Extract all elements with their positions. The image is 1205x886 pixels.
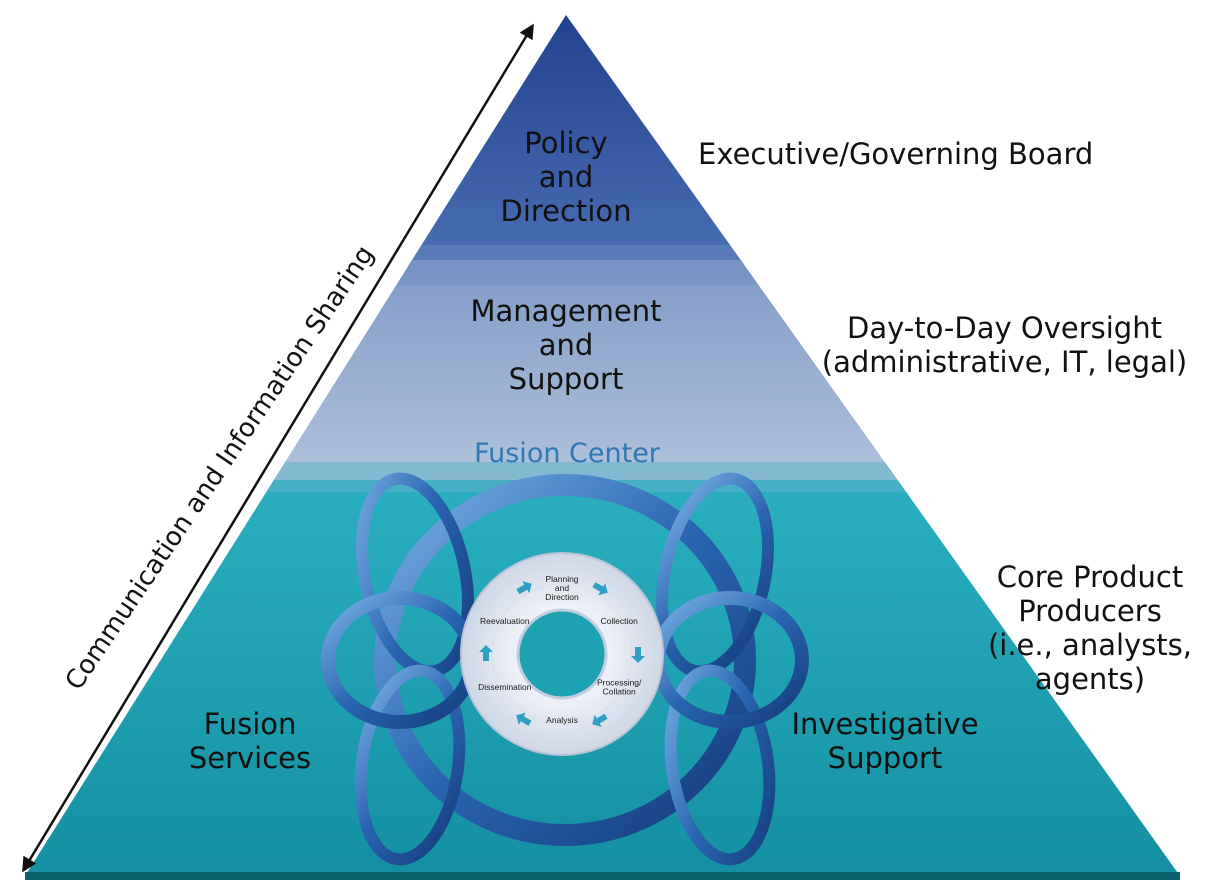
cycle-arrow-icon (592, 713, 608, 727)
fusion-services-label: Fusion Services (170, 707, 330, 775)
top-tier-line: and (538, 160, 594, 194)
core-producers-label: Core Product Producers (i.e., analysts, … (985, 560, 1195, 696)
side-label-line: (administrative, IT, legal) (821, 345, 1188, 379)
middle-tier-line: Support (508, 362, 624, 396)
investigative-support-line: Investigative (791, 707, 979, 741)
cycle-arrow-icon (592, 582, 608, 596)
side-label-line: Producers (1018, 594, 1162, 628)
fusion-services-line: Services (188, 741, 312, 775)
middle-tier-line: Management (470, 294, 662, 328)
cycle-step-label: Analysis (546, 715, 578, 725)
cycle-arrow-icon (631, 647, 645, 663)
side-label-line: (i.e., analysts, (987, 628, 1193, 662)
top-tier-label: Policy and Direction (466, 126, 666, 228)
oversight-label: Day-to-Day Oversight (administrative, IT… (812, 311, 1197, 379)
top-tier-line: Direction (500, 194, 632, 228)
fusion-services-line: Fusion (203, 707, 297, 741)
communication-arrow (22, 23, 534, 873)
fusion-center-title: Fusion Center (474, 438, 660, 469)
executive-board-label: Executive/Governing Board (698, 137, 1118, 171)
cycle-step-label: Dissemination (478, 682, 532, 692)
investigative-support-line: Support (827, 741, 943, 775)
cycle-step-label: Processing/Collation (597, 678, 642, 697)
side-label-line: agents) (1034, 662, 1146, 696)
middle-tier-line: and (538, 328, 594, 362)
side-label-line: Core Product (996, 560, 1184, 594)
side-label-line: Day-to-Day Oversight (847, 311, 1162, 345)
side-label-line: Executive/Governing Board (698, 137, 1094, 171)
top-tier-line: Policy (524, 126, 608, 160)
cycle-step-label: Reevaluation (480, 616, 530, 626)
ring-lower-right (664, 664, 776, 866)
investigative-support-label: Investigative Support (780, 707, 990, 775)
cycle-step-label: Collection (601, 616, 639, 626)
middle-tier-label: Management and Support (436, 294, 696, 396)
